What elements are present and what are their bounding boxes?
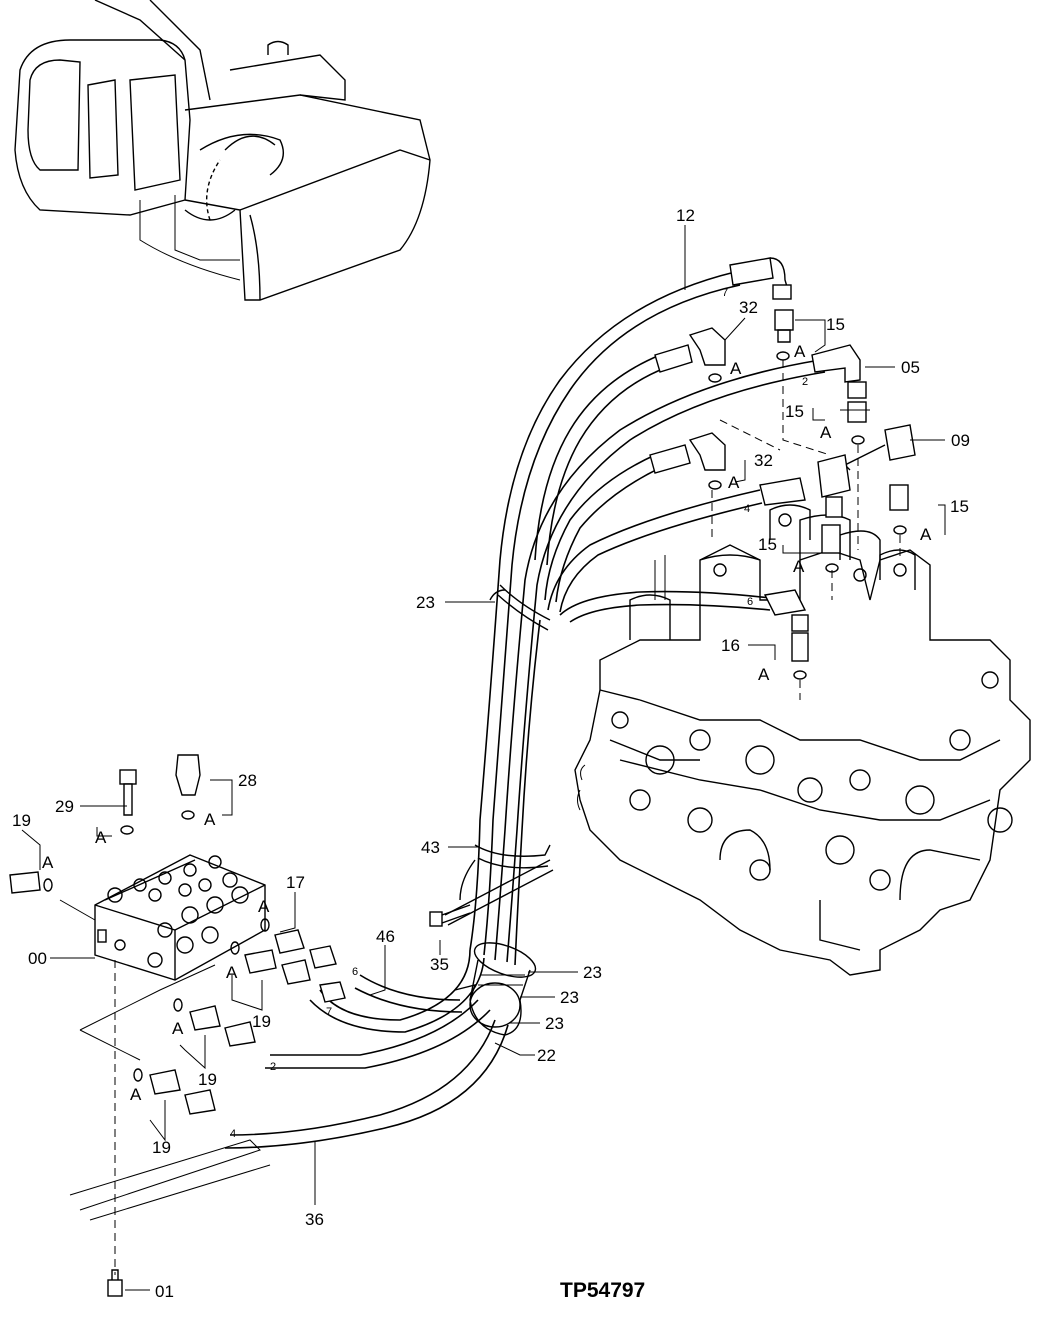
hose-mark-7: 7: [326, 1006, 332, 1018]
hose-number-marks: 7 2 4 6 6 7 2 4: [230, 287, 808, 1140]
callout-12: 12: [676, 206, 695, 225]
callout-labels: 12 32 15 05 15 09 32 15 15 23 16 28 29 1…: [12, 206, 970, 1301]
callout-19: 19: [12, 811, 31, 830]
marker-a: A: [793, 557, 805, 576]
callout-29: 29: [55, 797, 74, 816]
left-fittings: [9, 754, 346, 1297]
callout-36: 36: [305, 1210, 324, 1229]
protective-sleeve: [454, 942, 537, 1036]
excavator-overview: [14, 0, 431, 301]
dashed-leader-lines-lower: [59, 899, 271, 1275]
marker-a: A: [42, 853, 54, 872]
pilot-manifold-block: [94, 854, 266, 981]
callout-19: 19: [198, 1070, 217, 1089]
marker-a: A: [728, 473, 740, 492]
hose-mark-7: 7: [722, 287, 728, 299]
tie-band-upper: [489, 584, 551, 631]
callout-23: 23: [416, 593, 435, 612]
marker-a: A: [226, 963, 238, 982]
hose-mark-4: 4: [744, 503, 750, 515]
callout-32: 32: [754, 451, 773, 470]
callout-23: 23: [583, 963, 602, 982]
callout-23: 23: [545, 1014, 564, 1033]
callout-15: 15: [758, 535, 777, 554]
marker-a: A: [820, 423, 832, 442]
callout-28: 28: [238, 771, 257, 790]
hose-mark-6: 6: [747, 596, 753, 608]
callout-19: 19: [152, 1138, 171, 1157]
group-markers-a: A A A A A A A A A A A A A A: [42, 342, 932, 1104]
marker-a: A: [258, 897, 270, 916]
marker-a: A: [130, 1085, 142, 1104]
callout-43: 43: [421, 838, 440, 857]
marker-a: A: [794, 342, 806, 361]
callout-35: 35: [430, 955, 449, 974]
callout-46: 46: [376, 927, 395, 946]
hose-bundle: [224, 271, 826, 1149]
marker-a: A: [172, 1019, 184, 1038]
marker-a: A: [204, 810, 216, 829]
callout-00: 00: [28, 949, 47, 968]
hose-mark-2: 2: [270, 1061, 276, 1073]
callout-16: 16: [721, 636, 740, 655]
callout-19: 19: [252, 1012, 271, 1031]
callout-32: 32: [739, 298, 758, 317]
marker-a: A: [95, 828, 107, 847]
bolt-35: [429, 904, 471, 927]
callout-leaders: [21, 225, 946, 1291]
marker-a: A: [920, 525, 932, 544]
callout-15: 15: [950, 497, 969, 516]
hose-mark-6: 6: [352, 966, 358, 978]
marker-a: A: [758, 665, 770, 684]
callout-09: 09: [951, 431, 970, 450]
callout-17: 17: [286, 873, 305, 892]
marker-a: A: [730, 359, 742, 378]
drawing-code: TP54797: [560, 1279, 645, 1302]
callout-15: 15: [826, 315, 845, 334]
hose-mark-2: 2: [802, 376, 808, 388]
callout-05: 05: [901, 358, 920, 377]
dashed-leader-lines-upper: [711, 360, 901, 700]
hose-mark-4: 4: [230, 1128, 236, 1140]
callout-15: 15: [785, 402, 804, 421]
callout-22: 22: [537, 1046, 556, 1065]
hose-clamp-43: [444, 844, 554, 926]
callout-01: 01: [155, 1282, 174, 1301]
upper-fittings: [649, 257, 916, 680]
callout-23: 23: [560, 988, 579, 1007]
control-valve-assembly: [574, 504, 1031, 976]
